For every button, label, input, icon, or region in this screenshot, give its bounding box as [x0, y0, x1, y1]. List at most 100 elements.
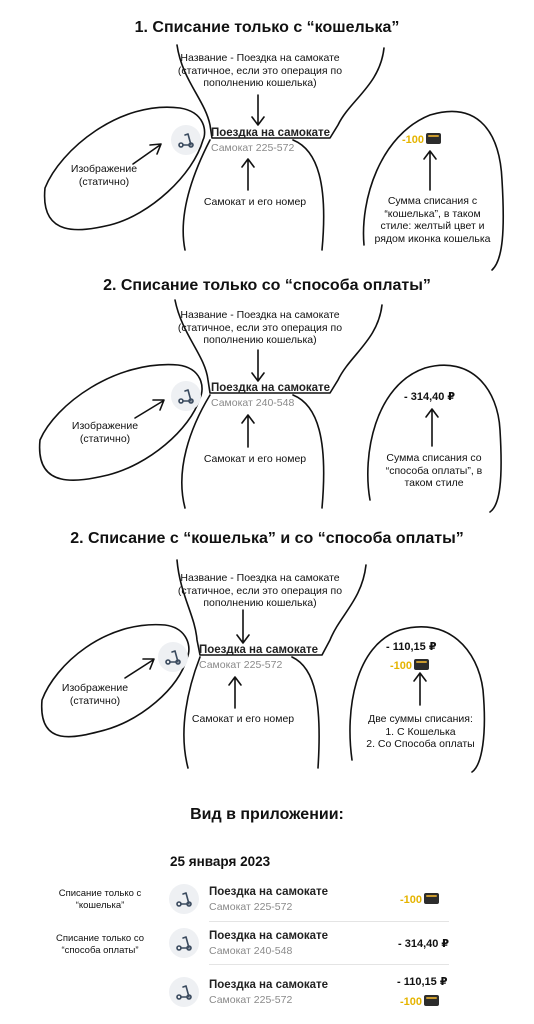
- amount-wallet-value: -100: [400, 894, 423, 906]
- sketch-outline-left-3: [41, 623, 190, 738]
- arrow-number-2: [241, 414, 255, 448]
- note-image-line: (статично): [78, 175, 130, 188]
- note-amount-line: 2. Со Способа оплаты: [366, 738, 475, 750]
- note-amount-3: Две суммы списания: 1. С Кошелька 2. Со …: [358, 713, 483, 751]
- note-image-1: Изображение (статично): [54, 163, 154, 188]
- note-amount-line: 1. С Кошелька: [385, 725, 456, 738]
- caption-line: “способа оплаты”: [61, 944, 139, 956]
- scooter-icon: [165, 650, 181, 665]
- arrow-image-2: [134, 399, 165, 419]
- note-amount-2: Сумма списания со “способа оплаты”, в та…: [370, 452, 498, 490]
- note-amount-line: таком стиле: [404, 477, 464, 489]
- scooter-icon: [178, 133, 194, 148]
- arrow-amount-1: [423, 150, 437, 191]
- scooter-icon: [176, 985, 192, 1000]
- note-title-line: Название - Поездка на самокате: [180, 572, 340, 584]
- arrow-number-1: [241, 158, 255, 191]
- app-caption-1: Списание только с “кошелька”: [40, 888, 160, 911]
- note-title-line: пополнению кошелька): [203, 597, 317, 609]
- app-date: 25 января 2023: [170, 854, 271, 869]
- section-3-title: 2. Списание с “кошелька” и со “способа о…: [70, 530, 464, 547]
- note-title-line: (статичное, если это операция по: [177, 64, 343, 77]
- arrow-amount-2: [425, 408, 439, 447]
- amount-wallet-value: -100: [400, 996, 423, 1008]
- note-title-line: Название - Поездка на самокате: [180, 52, 340, 64]
- row-title-1: Поездка на самокате: [211, 127, 331, 139]
- amount-card-2: - 314,40 ₽: [404, 391, 456, 403]
- note-image-line: (статично): [69, 694, 121, 707]
- arrow-title-1: [251, 94, 265, 126]
- scooter-avatar: [169, 977, 199, 1007]
- app-caption-2: Списание только со “способа оплаты”: [40, 933, 160, 956]
- wallet-icon: [424, 893, 440, 904]
- arrow-amount-3: [413, 672, 427, 706]
- amount-wallet-3: -100: [390, 659, 430, 672]
- app-row-sub: Самокат 240-548: [209, 945, 293, 957]
- wallet-icon: [426, 133, 442, 144]
- note-number-3: Самокат и его номер: [191, 713, 295, 725]
- caption-line: “кошелька”: [75, 899, 125, 911]
- app-row-sub: Самокат 225-572: [209, 994, 293, 1006]
- sketch-outline-bottom-1: [182, 139, 325, 251]
- arrow-title-2: [251, 349, 265, 382]
- row-title-3: Поездка на самокате: [199, 644, 319, 656]
- note-amount-line: “способа оплаты”, в: [385, 464, 483, 477]
- app-view-header: Вид в приложении:: [190, 806, 344, 823]
- scooter-avatar: [171, 125, 201, 155]
- note-image-line: (статично): [79, 432, 131, 445]
- amount-wallet-value: -100: [390, 660, 413, 672]
- note-number-2: Самокат и его номер: [203, 453, 307, 465]
- scooter-avatar: [169, 884, 199, 914]
- row-sub-1: Самокат 225-572: [211, 142, 295, 154]
- app-row-title: Поездка на самокате: [209, 979, 329, 991]
- caption-line: Списание только со: [56, 933, 144, 944]
- wallet-icon: [414, 659, 430, 670]
- app-row-title: Поездка на самокате: [209, 930, 329, 942]
- amount-wallet-value: -100: [402, 134, 425, 146]
- app-amount-card: - 110,15 ₽: [397, 976, 448, 988]
- note-image-2: Изображение (статично): [55, 420, 155, 445]
- section-1-title: 1. Списание только с “кошелька”: [134, 19, 400, 36]
- scooter-icon: [176, 892, 192, 907]
- note-image-line: Изображение: [70, 163, 138, 175]
- arrow-image-3: [124, 658, 155, 679]
- section-2-title: 2. Списание только со “способа оплаты”: [103, 277, 431, 294]
- wallet-icon: [424, 995, 440, 1006]
- app-row-title: Поездка на самокате: [209, 886, 329, 898]
- note-image-line: Изображение: [61, 682, 129, 694]
- note-title-line: пополнению кошелька): [203, 77, 317, 89]
- caption-line: Списание только с: [58, 888, 142, 899]
- arrow-image-1: [132, 143, 162, 165]
- note-amount-line: Сумма списания со: [386, 452, 482, 464]
- row-divider: [209, 921, 449, 922]
- row-title-2: Поездка на самокате: [211, 382, 331, 394]
- row-sub-3: Самокат 225-572: [199, 659, 283, 671]
- scooter-icon: [178, 389, 194, 404]
- app-amount-wallet: -100: [400, 995, 440, 1008]
- sketch-outline-bottom-2: [181, 394, 325, 509]
- note-title-line: Название - Поездка на самокате: [180, 309, 340, 321]
- scooter-icon: [176, 936, 192, 951]
- note-title-1: Название - Поездка на самокате (статично…: [160, 52, 360, 90]
- note-title-line: пополнению кошелька): [203, 334, 317, 346]
- note-amount-1: Сумма списания с “кошелька”, в таком сти…: [365, 195, 500, 245]
- note-amount-line: рядом иконка кошелька: [374, 232, 491, 245]
- note-amount-line: Две суммы списания:: [368, 713, 473, 725]
- app-row-sub: Самокат 225-572: [209, 901, 293, 913]
- note-title-3: Название - Поездка на самокате (статично…: [160, 572, 360, 610]
- app-amount-wallet: -100: [400, 893, 440, 906]
- amount-card-3: - 110,15 ₽: [386, 641, 437, 653]
- scooter-avatar: [171, 381, 201, 411]
- scooter-avatar: [158, 642, 188, 672]
- arrow-number-3: [228, 676, 242, 709]
- note-image-line: Изображение: [71, 420, 139, 432]
- scooter-avatar: [169, 928, 199, 958]
- note-title-2: Название - Поездка на самокате (статично…: [160, 309, 360, 347]
- row-divider: [209, 964, 449, 965]
- sketch-outline-right-2: [367, 364, 502, 513]
- arrow-title-3: [236, 609, 250, 644]
- row-sub-2: Самокат 240-548: [211, 397, 295, 409]
- app-amount-card: - 314,40 ₽: [398, 938, 450, 950]
- note-title-line: (статичное, если это операция по: [177, 321, 343, 334]
- note-amount-line: Сумма списания с: [387, 195, 478, 207]
